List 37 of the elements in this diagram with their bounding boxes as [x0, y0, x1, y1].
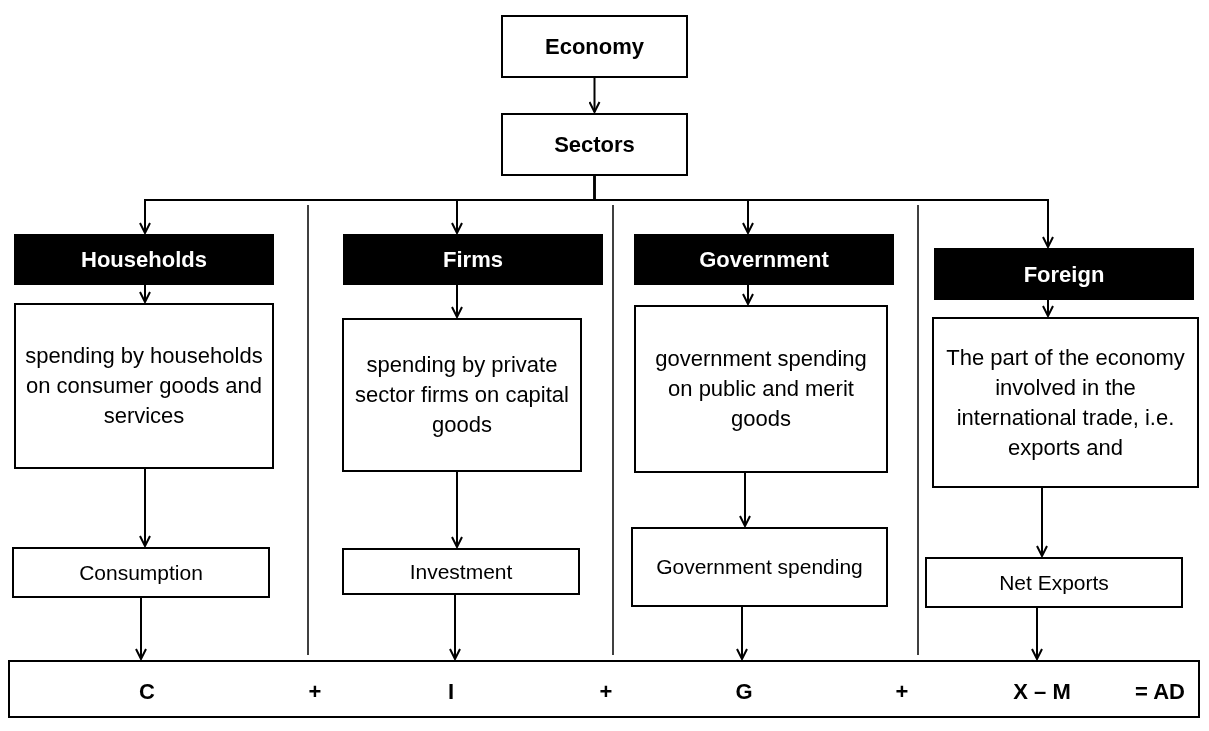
arrow	[1031, 607, 1043, 660]
component-box: Consumption	[12, 547, 270, 598]
sector-header: Households	[14, 234, 274, 285]
arrow	[1042, 299, 1054, 317]
arrow	[588, 77, 601, 113]
sector-header: Firms	[343, 234, 603, 285]
equation-term: C	[139, 678, 155, 706]
equation-term: +	[895, 678, 909, 706]
component-box: Net Exports	[925, 557, 1183, 608]
component-box: Government spending	[631, 527, 888, 607]
process-box: Economy	[501, 15, 688, 78]
arrow	[139, 284, 151, 303]
arrow	[135, 597, 147, 660]
description-box: The part of the economy involved in the international trade, i.e. exports and	[932, 317, 1199, 488]
component-box: Investment	[342, 548, 580, 595]
equation-term: +	[308, 678, 322, 706]
equation-term: = AD	[1135, 678, 1185, 706]
equation-term: +	[599, 678, 613, 706]
arrow	[449, 594, 461, 660]
equation-term: X – M	[1013, 678, 1071, 706]
arrow	[593, 175, 1054, 248]
equation-term: I	[447, 678, 455, 706]
description-box: spending by private sector firms on capital goods	[342, 318, 582, 472]
arrow	[739, 472, 751, 527]
arrow	[139, 468, 151, 547]
arrow	[742, 284, 754, 305]
sector-header: Foreign	[934, 248, 1194, 300]
arrow	[1036, 487, 1048, 557]
arrow	[451, 471, 463, 548]
arrow	[451, 284, 463, 318]
arrow	[736, 606, 748, 660]
equation-bar	[8, 660, 1200, 718]
description-box: spending by households on consumer goods and services	[14, 303, 274, 469]
equation-term: G	[735, 678, 753, 706]
sector-header: Government	[634, 234, 894, 285]
process-box: Sectors	[501, 113, 688, 176]
description-box: government spending on public and merit goods	[634, 305, 888, 473]
